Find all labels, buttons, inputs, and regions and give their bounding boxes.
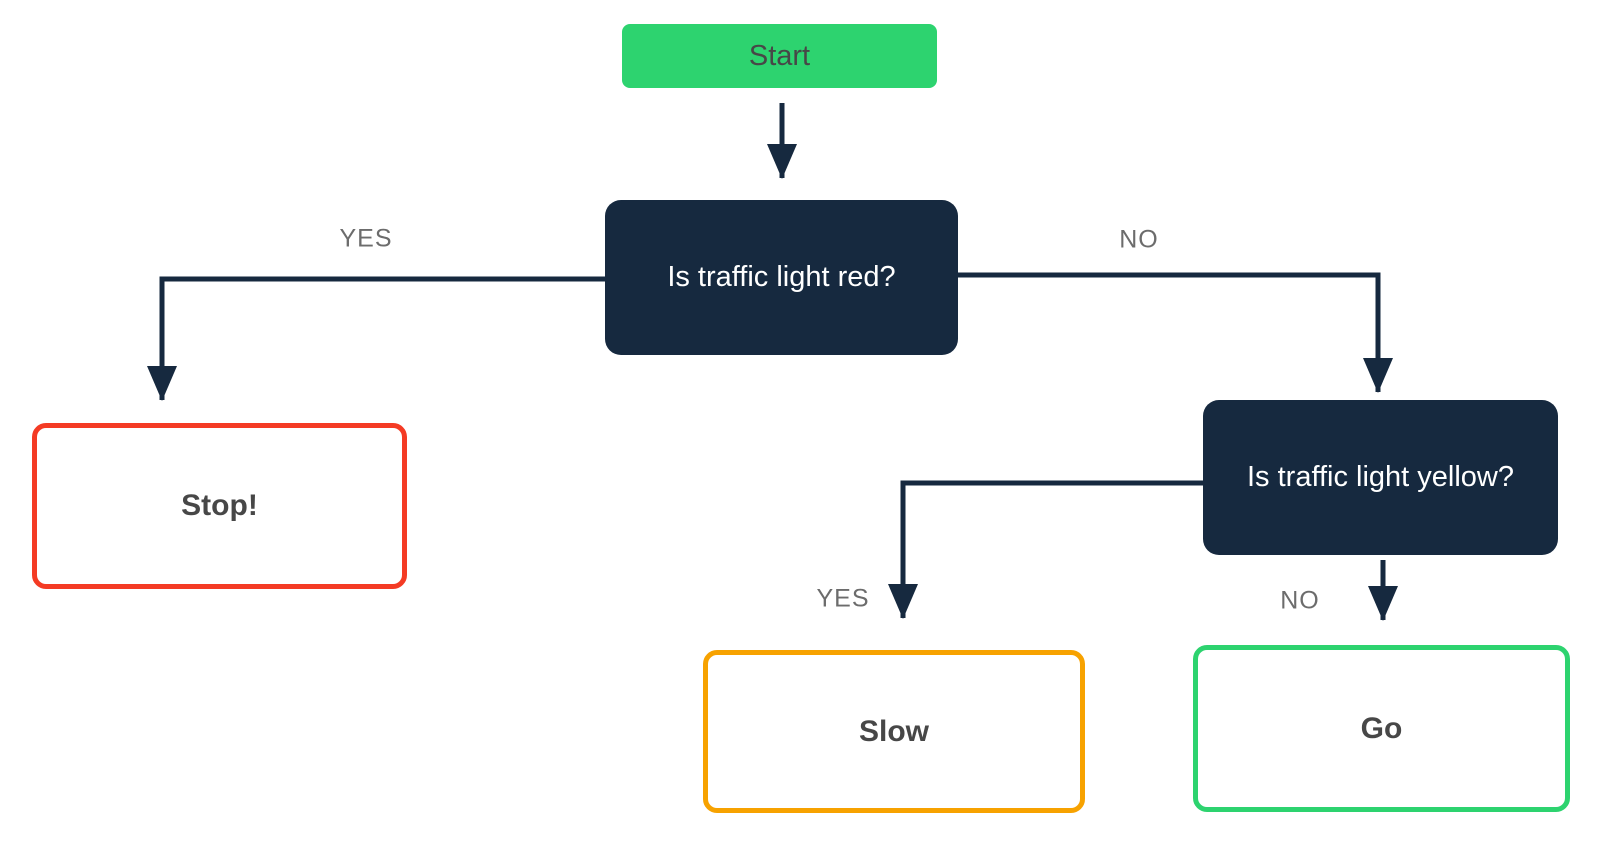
edge-red-yes-to-stop	[147, 276, 605, 401]
node-is-traffic-light-red-label: Is traffic light red?	[667, 261, 896, 293]
node-slow-label: Slow	[858, 714, 929, 748]
node-stop: Stop!	[32, 423, 407, 589]
node-is-traffic-light-yellow-label: Is traffic light yellow?	[1246, 461, 1515, 493]
edge-label-yellow-no: NO	[1280, 586, 1320, 615]
node-is-traffic-light-red: Is traffic light red?	[605, 200, 958, 355]
node-start: Start	[622, 24, 937, 88]
edge-yellow-yes-to-slow	[888, 480, 1203, 619]
node-slow: Slow	[703, 650, 1085, 813]
edge-label-red-no: NO	[1119, 225, 1159, 254]
node-stop-label: Stop!	[181, 489, 258, 522]
edge-red-no-to-yellow	[958, 272, 1393, 393]
node-go: Go	[1193, 645, 1570, 812]
edge-label-yellow-yes: YES	[816, 584, 870, 613]
node-start-label: Start	[748, 39, 811, 72]
node-go-label: Go	[1360, 711, 1403, 745]
node-is-traffic-light-yellow: Is traffic light yellow?	[1203, 400, 1558, 555]
edge-label-red-yes: YES	[339, 224, 393, 253]
